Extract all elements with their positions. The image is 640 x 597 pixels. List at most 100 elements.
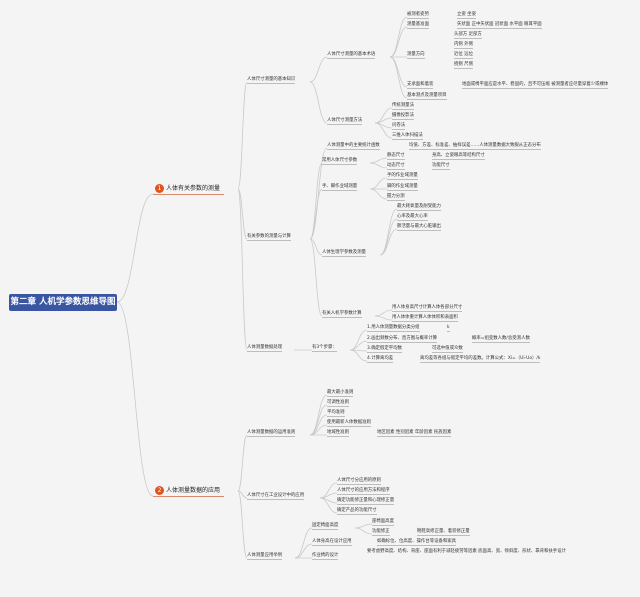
node-hand-area[interactable]: 手的作业域测量 bbox=[387, 173, 418, 180]
node-posture[interactable]: 被测者姿势 bbox=[407, 12, 429, 19]
connector-line bbox=[354, 523, 373, 529]
node-hand-foot-area[interactable]: 手、脚作业域测量 bbox=[322, 184, 358, 191]
connector-line bbox=[389, 56, 408, 99]
node-heart-rate[interactable]: 心率及最大心率 bbox=[397, 214, 428, 221]
node-case-body-height[interactable]: 人体身高在设计应用 bbox=[312, 539, 352, 546]
node-traditional[interactable]: 传统测量法 bbox=[392, 103, 414, 110]
node-regional-principle[interactable]: 地域性准则 bbox=[327, 430, 349, 437]
connector-line bbox=[349, 329, 368, 351]
number-badge-1: 1 bbox=[155, 184, 164, 193]
node-static[interactable]: 静态尺寸 bbox=[387, 153, 405, 160]
node-usage-principles[interactable]: 人体测量数据的运用准则 bbox=[247, 430, 296, 437]
node-common-params[interactable]: 常用人体尺寸参数 bbox=[322, 158, 358, 165]
connector-line bbox=[319, 497, 338, 514]
node-step-4[interactable]: 4.计算离均差 bbox=[367, 356, 394, 363]
connector-line bbox=[309, 188, 323, 240]
node-seat-height[interactable]: 座椅面高度 bbox=[372, 519, 394, 526]
node-step-2[interactable]: 2.画出频数分布、直方图与概率计算 bbox=[367, 336, 438, 343]
node-minmax-principle[interactable]: 最大最小准则 bbox=[327, 390, 354, 397]
node-average-principle[interactable]: 平均准则 bbox=[327, 410, 345, 417]
node-three-steps[interactable]: 有3个步骤： bbox=[312, 345, 337, 352]
node-3d-scan[interactable]: 三维人体扫描法 bbox=[392, 133, 423, 140]
value-dir-2: 内侧 外侧 bbox=[454, 42, 473, 49]
value-regional: 地区因素 性别因素 年龄因素 民族因素 bbox=[377, 430, 452, 437]
node-direction[interactable]: 测量方向 bbox=[407, 52, 425, 59]
node-design-4[interactable]: 确定产品的功能尺寸 bbox=[337, 508, 377, 515]
connector-line bbox=[379, 218, 398, 256]
connector-line bbox=[369, 188, 388, 200]
node-data-processing[interactable]: 人体测量数据处理 bbox=[247, 345, 283, 352]
connector-line bbox=[309, 238, 323, 317]
value-posture: 立姿 坐姿 bbox=[457, 12, 476, 19]
node-measure-methods[interactable]: 人体尺寸测量方法 bbox=[327, 118, 363, 125]
connector-line bbox=[237, 490, 248, 559]
node-calc-weight[interactable]: 用人体体重计算人体体积和表面积 bbox=[392, 315, 458, 322]
node-basic-points[interactable]: 基本测点及测量项目 bbox=[407, 93, 447, 100]
node-foot-area[interactable]: 脚的作业域测量 bbox=[387, 184, 418, 191]
number-badge-2: 2 bbox=[155, 486, 164, 495]
connector-line bbox=[349, 349, 368, 362]
connector-line bbox=[374, 309, 393, 317]
node-step-1[interactable]: 1.用人体测量数据分类分组 bbox=[367, 325, 420, 332]
node-calc-height[interactable]: 用人体身高尺寸计算人体各部分尺寸 bbox=[392, 305, 463, 312]
value-static: 身高、立姿眼高等结构尺寸 bbox=[432, 153, 485, 160]
value-body-height: 如确标位、位高度、操作台等设备和家具 bbox=[377, 539, 457, 546]
connector-line bbox=[309, 56, 328, 83]
node-arm-force[interactable]: 握力分测 bbox=[387, 194, 405, 201]
node-support[interactable]: 支承面和着装 bbox=[407, 82, 434, 89]
node-physio-params[interactable]: 人体生理学参数及测量 bbox=[322, 250, 366, 257]
connector-line bbox=[237, 434, 248, 492]
node-latest-data-principle[interactable]: 使用最新人体数据准则 bbox=[327, 420, 371, 427]
node-design-1[interactable]: 人体尺寸分应用的原则 bbox=[337, 478, 381, 485]
value-stat: 均值、方差、标准差、抽样误差……人体测量数据大致服从正态分布 bbox=[409, 143, 541, 150]
connector-line bbox=[237, 81, 248, 190]
node-param-calc[interactable]: 有关人机学参数计算 bbox=[322, 311, 362, 318]
node-design-2[interactable]: 人体尺寸的应用方法和程序 bbox=[337, 488, 390, 495]
value-step-3: 可选中值或众数 bbox=[432, 346, 463, 353]
node-function-correction[interactable]: 功能修正 bbox=[372, 529, 390, 536]
node-questionnaire[interactable]: 问卷法 bbox=[392, 123, 406, 130]
value-datum: 矢状面 正中矢状面 冠状面 水平面 眼耳平面 bbox=[457, 22, 542, 29]
connector-line bbox=[369, 162, 388, 169]
root-topic[interactable]: 第二章 人机学参数思维导图 bbox=[9, 294, 117, 311]
connector-line bbox=[237, 188, 248, 240]
connector-line bbox=[369, 157, 388, 164]
node-lung[interactable]: 肺活量与最大心脏输出 bbox=[397, 224, 441, 231]
value-step-2: 概率=组变数人数/总受测人数 bbox=[472, 336, 530, 343]
value-step-4: 离均差等各组与假定平均的差数。计算公式：Xi=（Ui-Uo）/k bbox=[420, 356, 541, 363]
connector-line bbox=[237, 188, 248, 351]
node-photo[interactable]: 摄像投影法 bbox=[392, 113, 414, 120]
connector-line bbox=[374, 122, 393, 139]
connector-line bbox=[309, 394, 328, 436]
value-work-chair: 要考虑野高度、结构、背座、座面有利于减轻疲劳等因素 底面高、宽、倾斜度、形状、靠… bbox=[367, 549, 566, 554]
value-dynamic: 功能尺寸 bbox=[432, 163, 450, 170]
node-max-oxygen[interactable]: 最大耗氧量及耐受能力 bbox=[397, 204, 441, 211]
connector-line bbox=[309, 414, 328, 436]
node-stat-functions[interactable]: 人体测量中的主要统计函数 bbox=[327, 143, 380, 150]
node-industrial-design[interactable]: 人体尺寸在工业设计中的应用 bbox=[247, 493, 305, 500]
node-adjustable-principle[interactable]: 可调性准则 bbox=[327, 400, 349, 407]
connector-line bbox=[237, 490, 248, 499]
node-case-chair-height[interactable]: 固定椅面高度 bbox=[312, 523, 339, 530]
node-case-work-chair[interactable]: 作业椅的设计 bbox=[312, 553, 339, 560]
node-design-3[interactable]: 确定功能修正量和心理修正量 bbox=[337, 498, 395, 505]
node-application-cases[interactable]: 人体测量应用举例 bbox=[247, 553, 283, 560]
value-function-correction: 靴鞋高修正量、着装修正量 bbox=[417, 529, 470, 536]
value-dir-1: 头部方 足部方 bbox=[454, 32, 482, 39]
node-step-3[interactable]: 3.确定假定平均数 bbox=[367, 346, 402, 353]
value-dir-3: 近位 远位 bbox=[454, 52, 473, 59]
node-basic-terms[interactable]: 人体尺寸测量的基本术语 bbox=[327, 52, 376, 59]
node-dynamic[interactable]: 动态尺寸 bbox=[387, 163, 405, 170]
node-measure-calc[interactable]: 有关参数的测量与计算 bbox=[247, 234, 291, 241]
node-datum-plane[interactable]: 测量基准面 bbox=[407, 22, 429, 29]
connector-line bbox=[349, 340, 368, 351]
connector-line bbox=[374, 315, 393, 321]
connector-line bbox=[354, 527, 373, 535]
connector-line bbox=[294, 543, 313, 559]
connector-line bbox=[379, 228, 398, 256]
node-basic-knowledge[interactable]: 人体尺寸测量的基本知识 bbox=[247, 77, 296, 84]
